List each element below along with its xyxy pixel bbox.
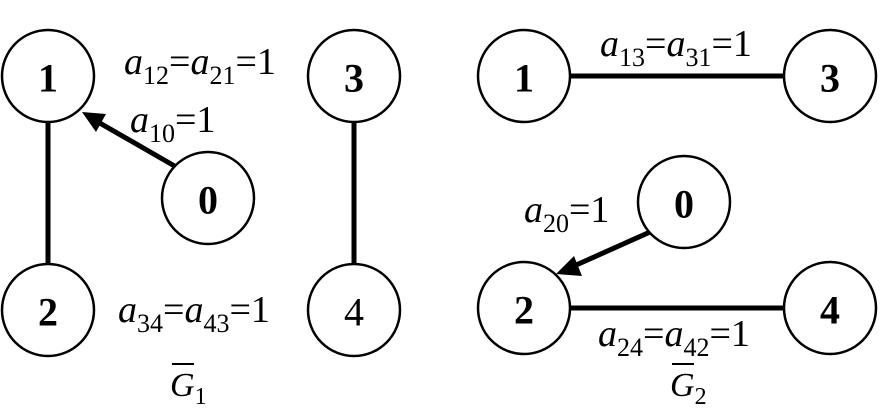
graph-2: 1 3 0 2 4 a13=a31=1 a20=1 a24=a42=1 [476, 23, 878, 410]
node-3-label: 3 [344, 56, 364, 101]
node-2: 2 [476, 260, 572, 356]
node-3: 3 [306, 28, 402, 124]
eq-a13-a31: a13=a31=1 [600, 23, 752, 72]
node-0-label: 0 [674, 182, 694, 227]
arrow-0-to-2 [556, 229, 652, 276]
node-4: 4 [306, 262, 402, 358]
node-1-label: 1 [514, 56, 534, 101]
node-4-label: 4 [344, 290, 364, 335]
node-0-label: 0 [198, 178, 218, 223]
node-1: 1 [476, 28, 572, 124]
eq-a34-a43: a34=a43=1 [118, 289, 270, 338]
node-3: 3 [782, 28, 878, 124]
eq-a20: a20=1 [524, 189, 609, 238]
graph-2-label: G2 [670, 363, 707, 410]
graph-1-label: G1 [170, 363, 207, 410]
arrow-0-to-1 [82, 112, 180, 171]
node-0: 0 [160, 150, 256, 246]
node-4-label: 4 [820, 288, 840, 333]
eq-a10: a10=1 [130, 99, 215, 148]
node-4: 4 [782, 260, 878, 356]
graph-1: 1 2 3 4 0 a12=a21=1 a10=1 a34=a43=1 [0, 28, 402, 410]
node-2-label: 2 [514, 288, 534, 333]
svg-text:G1: G1 [170, 367, 207, 410]
node-2-label: 2 [38, 290, 58, 335]
node-1-label: 1 [38, 56, 58, 101]
svg-text:G2: G2 [670, 367, 707, 410]
node-3-label: 3 [820, 56, 840, 101]
eq-a12-a21: a12=a21=1 [124, 41, 276, 90]
node-2: 2 [0, 262, 96, 358]
eq-a24-a42: a24=a42=1 [598, 313, 750, 362]
node-0: 0 [636, 154, 732, 250]
node-1: 1 [0, 28, 96, 124]
